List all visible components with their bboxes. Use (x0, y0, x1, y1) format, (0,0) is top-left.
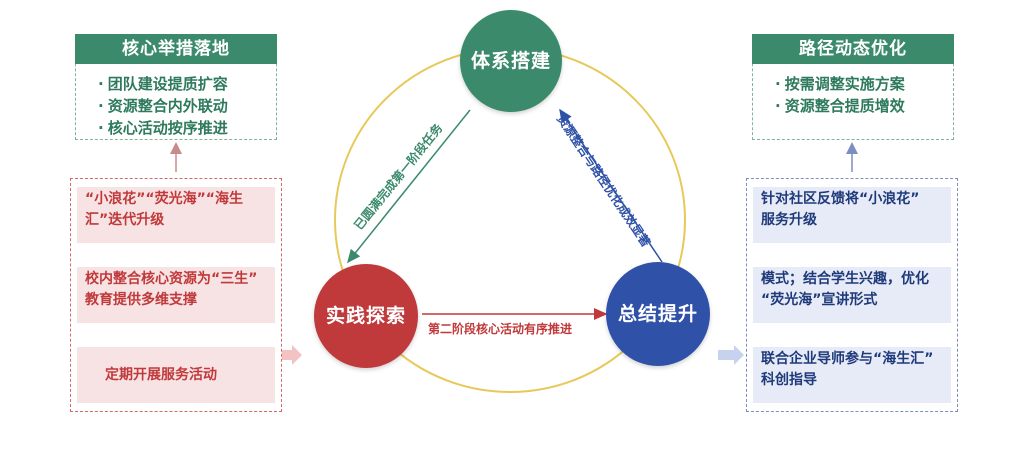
right-list-item: 联合企业导师参与“海生汇”科创指导 (753, 347, 951, 403)
node-right: 总结提升 (606, 262, 710, 366)
top-left-box-title: 核心举措落地 (75, 34, 277, 64)
top-right-item: ·按需调整实施方案 (775, 75, 905, 93)
right-list-item: 针对社区反馈将“小浪花”服务升级 (753, 187, 951, 243)
node-left-label: 实践探索 (325, 305, 406, 327)
top-left-item: ·团队建设提质扩容 (98, 75, 228, 93)
left-list-item: 定期开展服务活动 (77, 347, 275, 403)
right-list-group: 针对社区反馈将“小浪花”服务升级 模式；结合学生兴趣，优化“荧光海”宣讲形式 联… (746, 178, 958, 412)
node-right-label: 总结提升 (617, 303, 698, 325)
top-right-box-title: 路径动态优化 (752, 34, 954, 64)
top-left-item: ·资源整合内外联动 (98, 97, 228, 115)
top-left-box: 核心举措落地 ·团队建设提质扩容 ·资源整合内外联动 ·核心活动按序推进 (75, 34, 277, 140)
node-top: 体系搭建 (460, 10, 562, 112)
top-left-item: ·核心活动按序推进 (98, 119, 228, 137)
top-right-box: 路径动态优化 ·按需调整实施方案 ·资源整合提质增效 (752, 34, 954, 140)
arrow-top-to-left (347, 109, 471, 264)
left-list-item: “小浪花”“荧光海”“海生汇”迭代升级 (77, 187, 275, 243)
left-list-group: “小浪花”“荧光海”“海生汇”迭代升级 校内整合核心资源为“三生”教育提供多维支… (70, 178, 282, 412)
left-list-item: 校内整合核心资源为“三生”教育提供多维支撑 (77, 267, 275, 323)
right-list-item: 模式；结合学生兴趣，优化“荧光海”宣讲形式 (753, 267, 951, 323)
node-left: 实践探索 (314, 264, 418, 368)
edge-label-left-to-right: 第二阶段核心活动有序推进 (428, 322, 573, 336)
big-arrow-left-icon (276, 345, 302, 365)
node-top-label: 体系搭建 (470, 50, 551, 72)
top-right-item: ·资源整合提质增效 (775, 97, 905, 115)
big-arrow-right-icon (718, 345, 744, 365)
arrow-right-to-top (559, 108, 663, 263)
